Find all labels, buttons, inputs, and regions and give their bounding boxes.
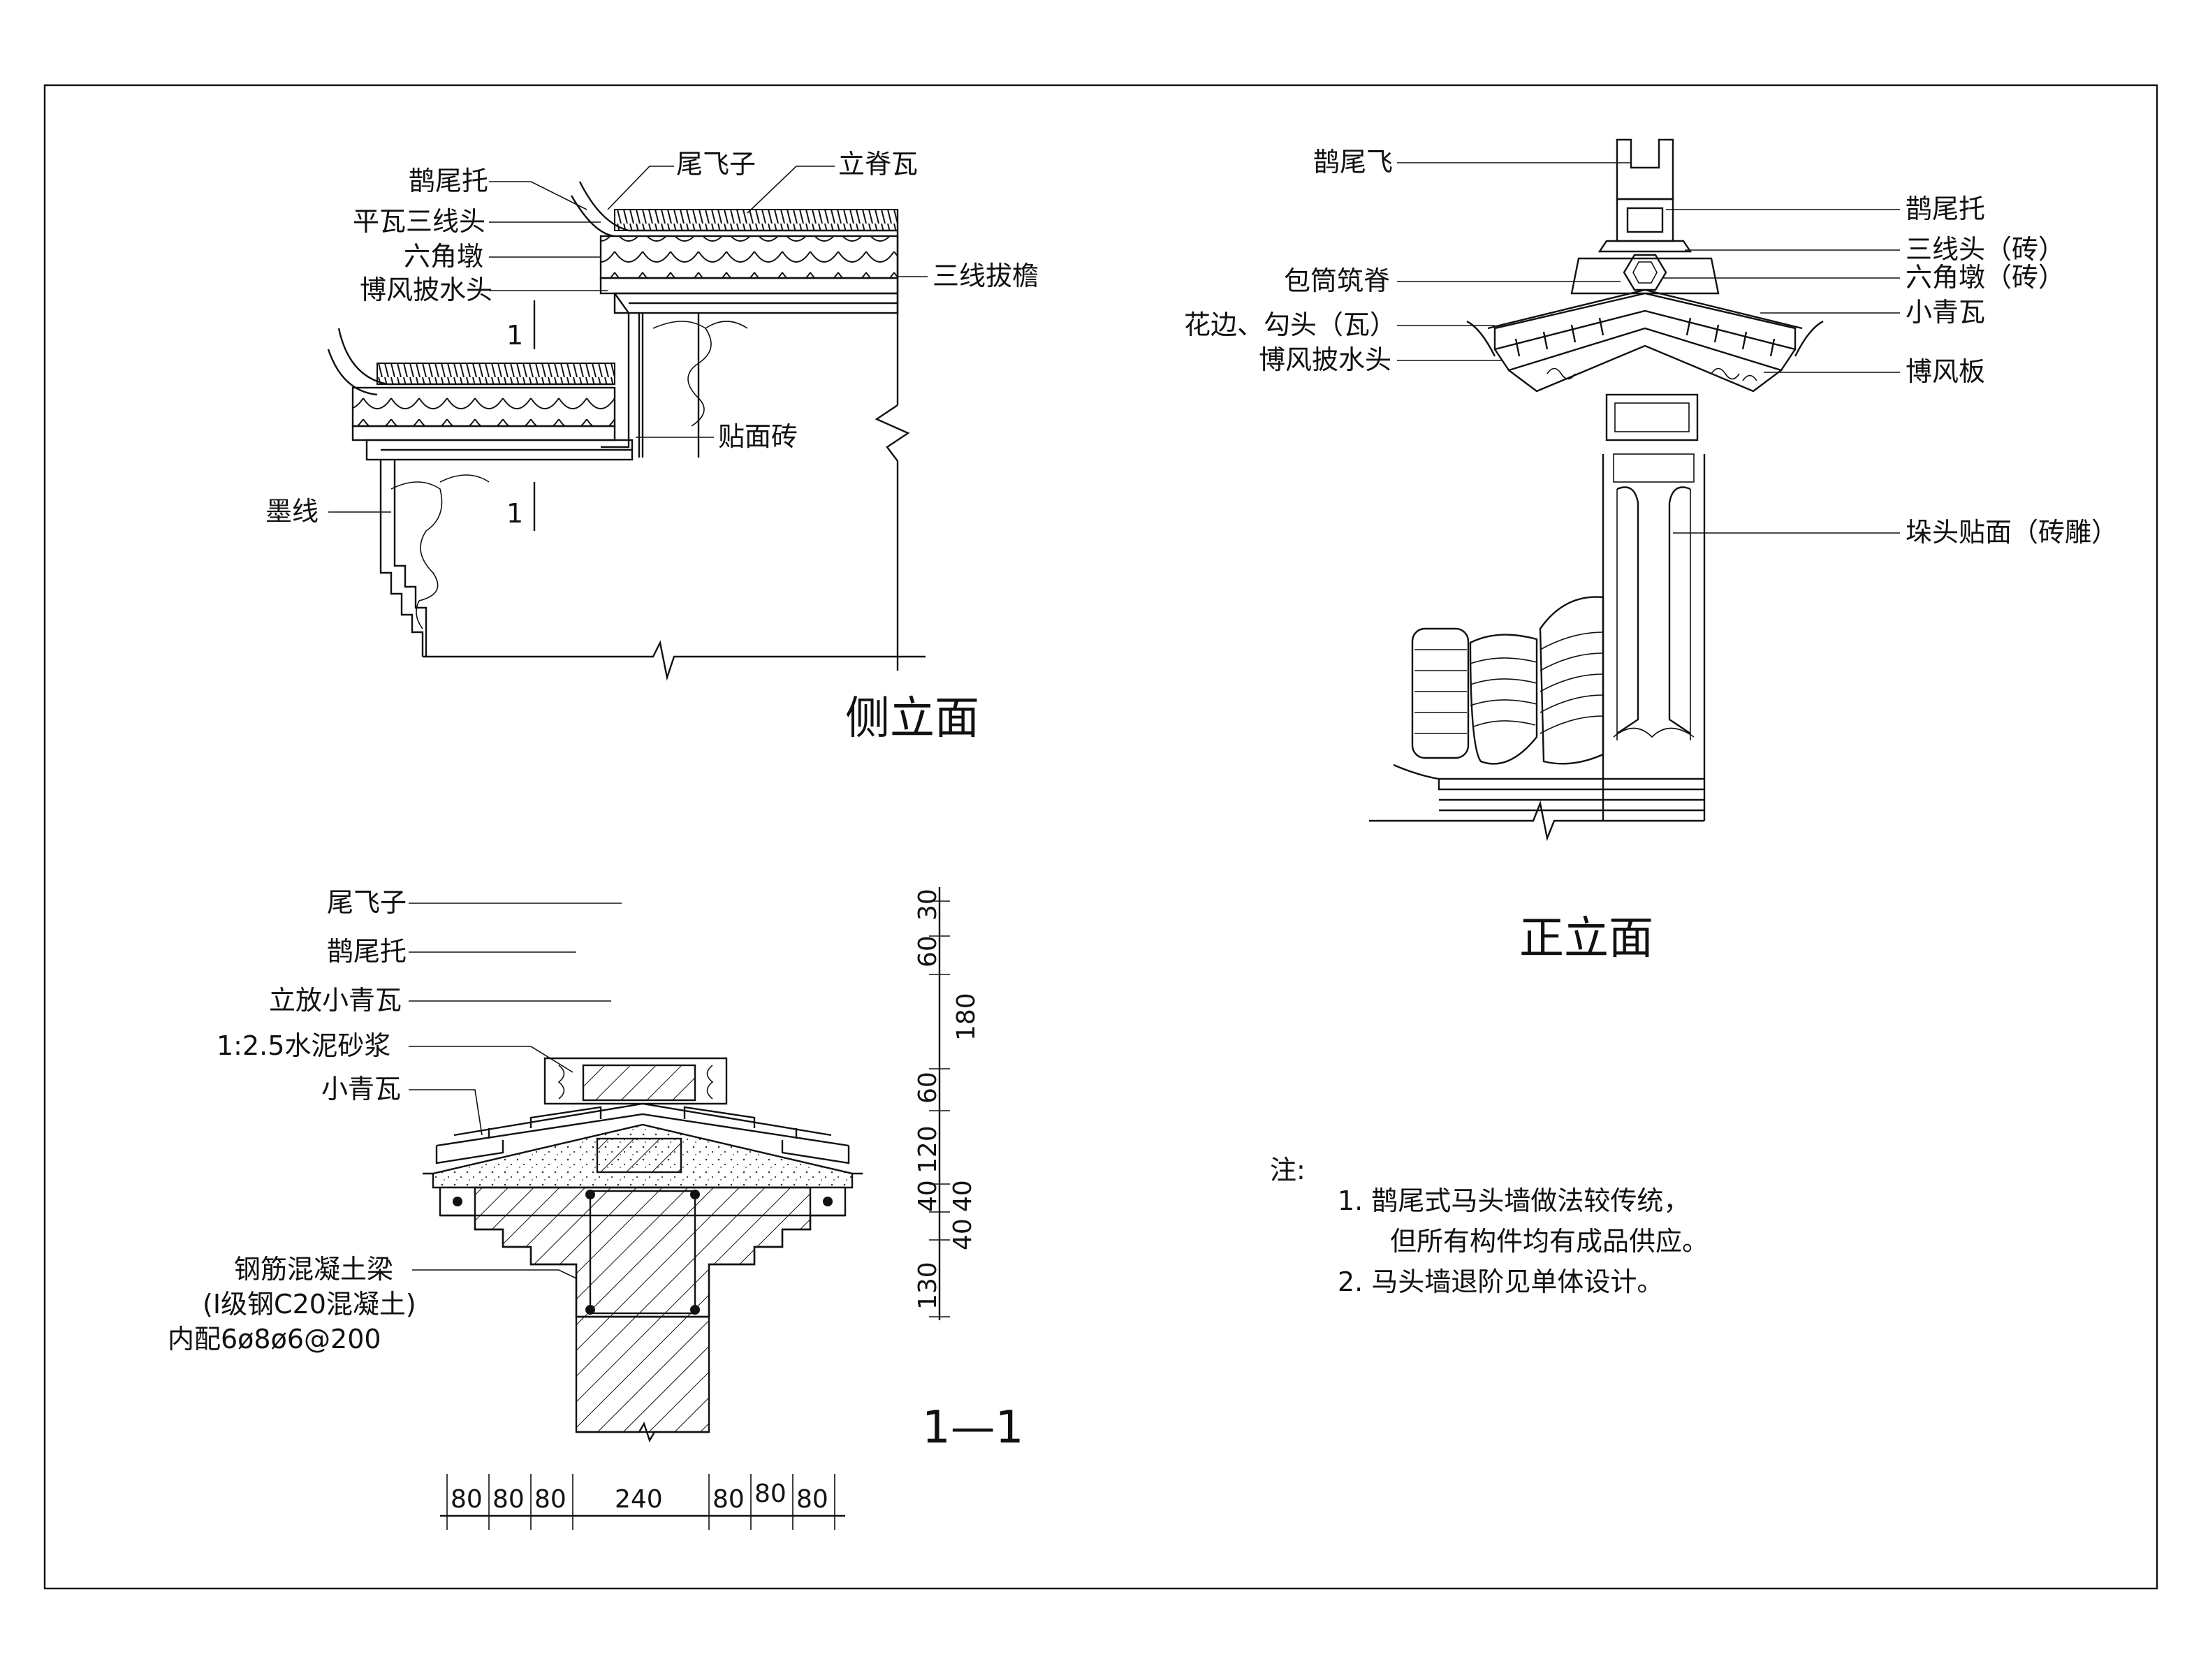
hdim-0: 80 [451, 1485, 483, 1514]
front-elevation: 鹊尾飞 包筒筑脊 花边、勾头（瓦） 博风披水头 鹊尾托 三线头（砖） 六角墩（砖… [1184, 138, 2118, 965]
front-elevation-title: 正立面 [1519, 913, 1653, 965]
label-weifeizi: 尾飞子 [676, 149, 756, 180]
label-duotou: 垛头贴面（砖雕） [1906, 517, 2118, 548]
label-lifang: 立放小青瓦 [269, 985, 402, 1016]
label-sanxian: 三线拔檐 [933, 261, 1039, 291]
label-xiaoqingwa-section: 小青瓦 [321, 1074, 401, 1104]
vdim-7: 40 [949, 1218, 977, 1250]
vdim-6: 40 [949, 1180, 977, 1212]
vdim-8: 130 [914, 1262, 942, 1310]
notes-line-1: 1. 鹊尾式马头墙做法较传统， [1338, 1185, 1690, 1216]
section-title: 1—1 [922, 1402, 1023, 1454]
label-sanxiantou: 三线头（砖） [1906, 234, 2065, 265]
label-pingwa: 平瓦三线头 [353, 206, 485, 237]
label-weifeizi-section: 尾飞子 [327, 887, 407, 918]
hdim-5: 80 [754, 1480, 787, 1508]
hdim-4: 80 [712, 1485, 745, 1514]
label-queweituo: 鹊尾托 [409, 166, 488, 196]
section-mark-bottom: 1 [506, 498, 523, 529]
notes-block: 注: 1. 鹊尾式马头墙做法较传统， 但所有构件均有成品供应。 2. 马头墙退阶… [1270, 1155, 1709, 1297]
label-queweituo-front: 鹊尾托 [1906, 193, 1985, 224]
label-liang-1: 钢筋混凝土梁 [234, 1254, 393, 1285]
side-elevation: 1 1 鹊尾托 平瓦三线头 六角墩 博风披水头 尾飞子 立脊瓦 三线拔檐 贴面砖… [265, 149, 1039, 745]
label-liujiaodun-front: 六角墩（砖） [1906, 262, 2065, 293]
hdim-2: 80 [534, 1485, 566, 1514]
label-bofengban: 博风板 [1906, 356, 1985, 387]
label-shajiang: 1:2.5水泥砂浆 [217, 1030, 390, 1061]
sheet-border [43, 84, 2158, 1590]
hdim-6: 80 [796, 1485, 828, 1514]
vdim-2: 180 [952, 993, 981, 1041]
label-liujiaodun: 六角墩 [404, 241, 483, 272]
vdim-0: 30 [914, 889, 942, 921]
section-1-1: 30 60 180 60 120 40 40 40 130 80 80 80 2… [168, 887, 1023, 1530]
label-queweifei: 鹊尾飞 [1313, 147, 1393, 177]
vdim-3: 60 [914, 1072, 942, 1104]
notes-line-2: 但所有构件均有成品供应。 [1390, 1226, 1709, 1257]
notes-head: 注: [1270, 1155, 1306, 1185]
label-huabian: 花边、勾头（瓦） [1184, 309, 1396, 340]
hdim-1: 80 [492, 1485, 525, 1514]
side-elevation-title: 侧立面 [845, 693, 979, 745]
label-bofengpi: 博风披水头 [1259, 344, 1391, 375]
label-queweituo-section: 鹊尾托 [327, 936, 407, 967]
hdim-3: 240 [615, 1485, 663, 1514]
vdim-1: 60 [914, 935, 942, 967]
vdim-5: 40 [914, 1180, 942, 1212]
label-moxian: 墨线 [265, 496, 319, 527]
section-mark-top: 1 [506, 320, 523, 351]
label-liang-2: (I级钢C20混凝土) [203, 1289, 416, 1320]
label-bofeng: 博风披水头 [360, 275, 492, 305]
label-baotong: 包筒筑脊 [1284, 265, 1390, 296]
label-tiemianzhuan: 贴面砖 [718, 421, 798, 452]
label-xiaoqingwa-front: 小青瓦 [1906, 297, 1985, 328]
notes-line-3: 2. 马头墙退阶见单体设计。 [1338, 1266, 1663, 1297]
label-lijiwa: 立脊瓦 [838, 149, 918, 180]
label-liang-3: 内配6ø8ø6@200 [168, 1324, 381, 1354]
vdim-4: 120 [914, 1125, 942, 1174]
